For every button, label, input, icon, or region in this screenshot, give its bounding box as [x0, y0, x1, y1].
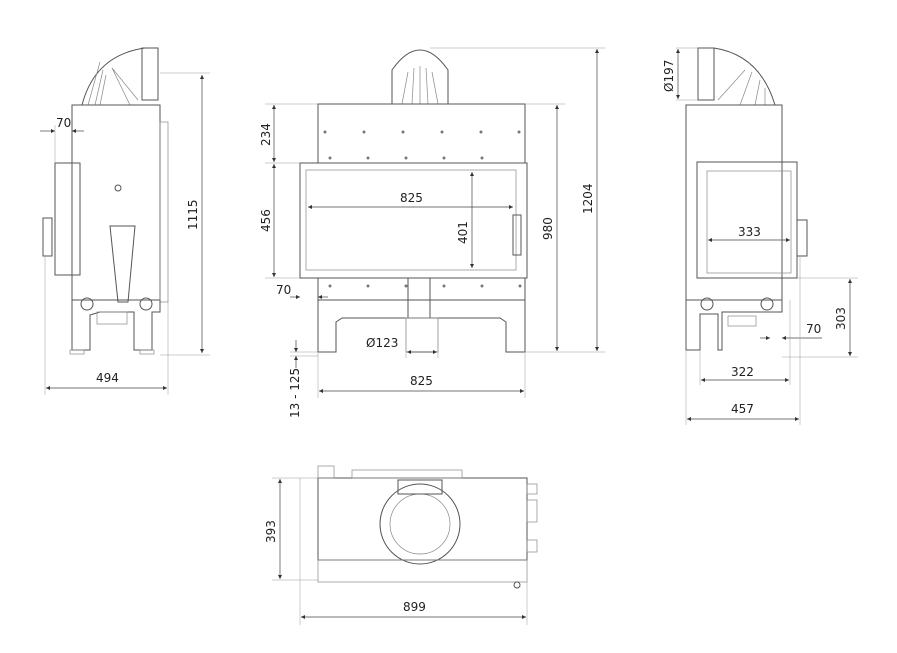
dim-flue-197: Ø197	[662, 60, 676, 92]
dim-door-456: 456	[259, 209, 273, 232]
handle	[42, 217, 53, 257]
door	[299, 162, 528, 279]
glass	[305, 169, 517, 271]
dim-top-panel-234: 234	[259, 123, 273, 146]
dim-base-825: 825	[410, 374, 433, 388]
glass	[706, 170, 792, 274]
right-side-view: Ø197 333 303 70 322 457	[662, 47, 858, 425]
flue-elbow	[713, 47, 776, 106]
dim-bottom-70: 70	[276, 283, 291, 297]
dim-leg-adjust: 13 - 125	[288, 368, 302, 418]
dim-glass-333: 333	[738, 225, 761, 239]
left-side-view: 1115 494 70	[40, 47, 210, 395]
body-outline	[317, 477, 528, 561]
flue-collar	[141, 47, 159, 101]
dim-inlet-offset-70: 70	[806, 322, 821, 336]
top-view: 393 899	[264, 465, 538, 625]
dim-offset-70: 70	[56, 116, 71, 130]
front-view: 234 456 70 13 - 125 825 401 980 1204 Ø12…	[259, 47, 605, 418]
dim-glass-825: 825	[400, 191, 423, 205]
flue-flap	[397, 479, 443, 495]
dim-air-inlet-123: Ø123	[366, 336, 398, 350]
body	[685, 104, 783, 301]
handle	[796, 219, 808, 257]
flue-ring	[379, 483, 461, 565]
dim-total-1204: 1204	[581, 183, 595, 214]
dim-body-980: 980	[541, 217, 555, 240]
body	[71, 104, 161, 301]
flue-collar	[697, 47, 715, 101]
dim-width-494: 494	[96, 371, 119, 385]
dim-inlet-303: 303	[834, 307, 848, 330]
top-panel	[317, 103, 526, 164]
door-handle	[512, 214, 522, 256]
dim-depth-393: 393	[264, 520, 278, 543]
dim-glass-401: 401	[456, 221, 470, 244]
dim-depth-457: 457	[731, 402, 754, 416]
air-duct	[109, 225, 136, 303]
dim-base-322: 322	[731, 365, 754, 379]
dim-width-899: 899	[403, 600, 426, 614]
flue-dome	[391, 49, 449, 104]
door-panel	[54, 162, 81, 276]
dim-height-1115: 1115	[186, 199, 200, 230]
flue-elbow	[81, 47, 146, 106]
